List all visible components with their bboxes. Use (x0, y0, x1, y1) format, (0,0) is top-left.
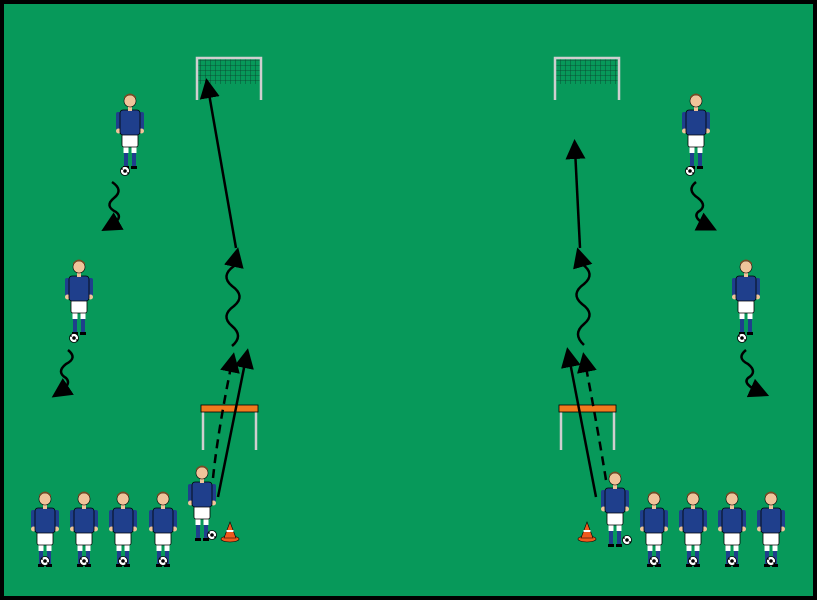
drill-paths (51, 78, 770, 498)
pitch-field (4, 4, 813, 596)
right-ball-pass (561, 347, 598, 498)
mid-left-dribble (51, 349, 74, 398)
mid-right-dribble (740, 349, 770, 398)
left-run-under-hurdle (211, 352, 240, 479)
right-goal (553, 56, 621, 100)
left-ball-pass (216, 348, 254, 498)
right-cone (577, 521, 597, 543)
right-run-under-hurdle (577, 352, 608, 481)
top-right-dribble (690, 181, 717, 231)
left-shot (199, 78, 238, 249)
left-hurdle (200, 404, 259, 450)
right-dribble (573, 247, 593, 346)
right-hurdle (558, 404, 617, 450)
right-shot (565, 139, 586, 249)
left-cone (220, 521, 240, 543)
left-dribble (224, 247, 244, 347)
top-left-dribble (101, 180, 124, 231)
